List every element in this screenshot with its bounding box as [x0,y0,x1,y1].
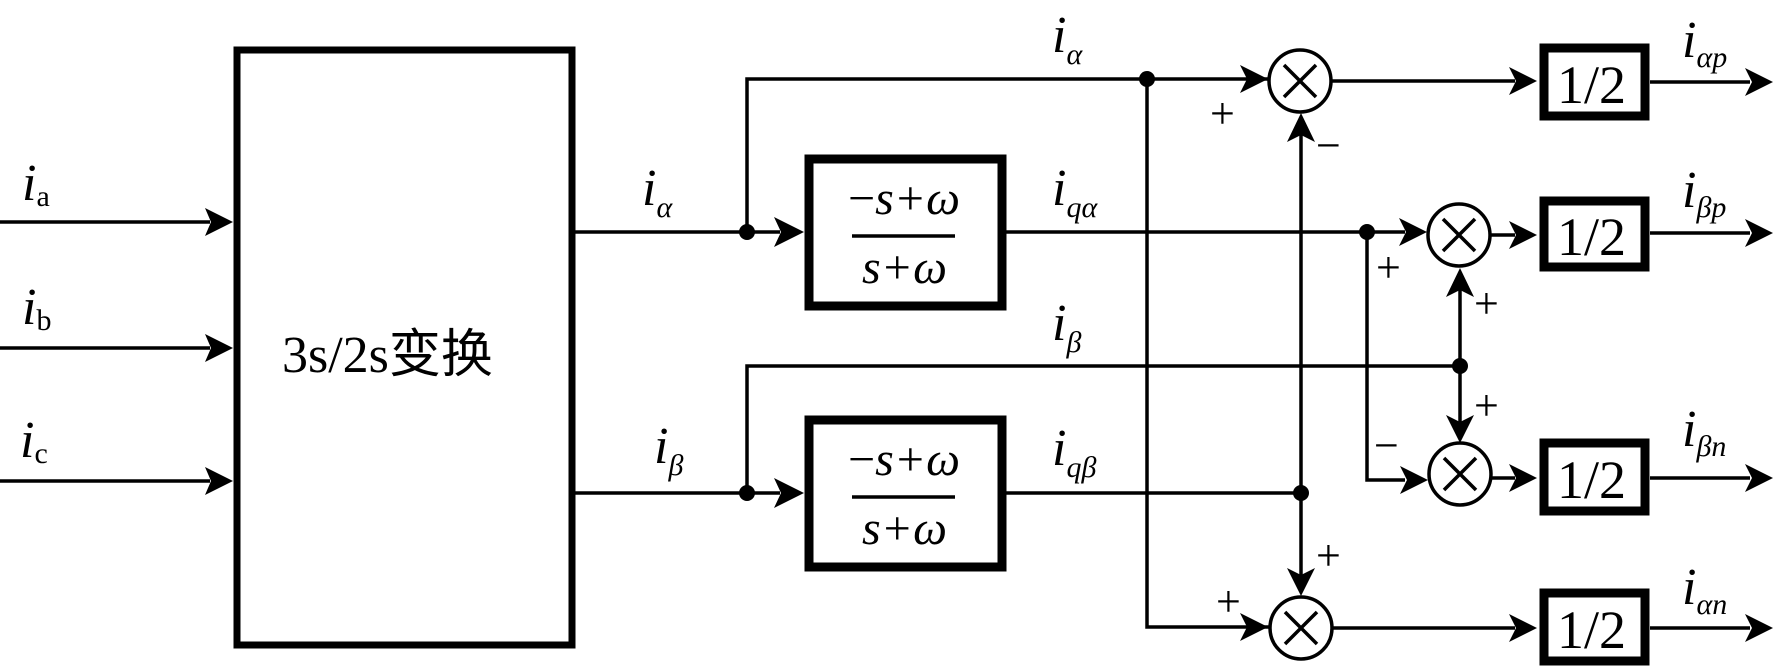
sign-m2-bottom: + [1474,279,1499,328]
mult-3-left-arrow-icon [1400,466,1428,494]
output-alpha-p-label: iαp [1682,12,1727,74]
gain-block-4: 1/2 [1539,588,1650,666]
mult-4-top-arrow-icon [1287,568,1315,596]
input-a-label: ia [22,155,50,213]
mult-2-bottom-arrow-icon [1446,268,1474,297]
output-alpha-p: iαp [1650,12,1773,96]
mult-2-left-arrow-icon [1399,218,1427,246]
mult-1-left-arrow-icon [1240,65,1268,93]
i-q-alpha-label: iqα [1052,160,1098,224]
gain-4-label: 1/2 [1557,600,1626,660]
output-beta-p-arrow-icon [1745,219,1773,247]
output-beta-n-arrow-icon [1745,464,1773,492]
filter-1-block [804,154,1007,311]
output-beta-p-label: iβp [1682,162,1726,224]
filter-1-numerator: −s+ω [848,172,960,225]
sign-m3-top: + [1474,381,1499,430]
mult-4-left-arrow-icon [1240,613,1268,641]
gain-3-input-arrow-icon [1509,464,1537,492]
input-b: ib [0,279,233,362]
i-q-alpha-to-mult-3-wire [1365,232,1405,482]
gain-block-1: 1/2 [1539,43,1650,121]
sign-m4-top: + [1316,531,1341,580]
i-alpha-out-label: iα [642,160,673,224]
transform-block-label: 3s/2s变换 [282,327,493,384]
filter-1-input-arrow-icon [774,217,804,247]
filter-2-denominator: s+ω [862,502,947,555]
mult-1-bottom-arrow-icon [1287,113,1315,142]
sign-m1-left: + [1210,89,1235,138]
gain-1-input-arrow-icon [1509,67,1537,95]
output-beta-p: iβp [1650,162,1773,247]
output-alpha-n: iαn [1650,559,1773,642]
i-beta-mid-wire [745,364,1460,493]
input-a: ia [0,155,233,236]
output-alpha-p-arrow-icon [1745,68,1773,96]
input-c-label: ic [20,412,48,470]
i-beta-mid-label: iβ [1052,295,1081,359]
gain-2-input-arrow-icon [1509,221,1537,249]
input-c-arrow-icon [205,467,233,495]
gain-2-label: 1/2 [1557,207,1626,267]
filter-1-denominator: s+ω [862,241,947,294]
i-alpha-to-mult-4-wire [1145,79,1270,629]
multiplier-1 [1267,48,1333,114]
i-alpha-top-wire [745,77,1270,232]
input-b-arrow-icon [205,334,233,362]
i-beta-out-label: iβ [654,418,683,482]
gain-1-label: 1/2 [1557,55,1626,115]
gain-3-label: 1/2 [1557,450,1626,510]
i-q-beta-label: iqβ [1052,420,1096,484]
input-b-label: ib [22,279,51,337]
filter-2-block [804,415,1007,572]
gain-block-3: 1/2 [1539,438,1650,516]
multiplier-3 [1427,441,1493,507]
output-beta-n-label: iβn [1682,401,1726,463]
multiplier-4 [1268,595,1334,661]
output-alpha-n-arrow-icon [1745,614,1773,642]
i-alpha-top-label: iα [1052,7,1083,71]
filter-2-numerator: −s+ω [848,433,960,486]
multiplier-2 [1426,202,1492,268]
sign-m4-left: + [1216,577,1241,626]
sign-m2-left: + [1376,243,1401,292]
gain-block-2: 1/2 [1539,196,1650,272]
sign-m3-left: − [1374,421,1399,470]
input-a-arrow-icon [205,208,233,236]
gain-4-input-arrow-icon [1509,614,1537,642]
filter-2-input-arrow-icon [774,478,804,508]
input-c: ic [0,412,233,495]
transform-block [233,46,576,649]
mult-3-top-arrow-icon [1446,415,1474,443]
output-alpha-n-label: iαn [1682,559,1727,621]
sign-m1-bottom: − [1316,121,1341,170]
output-beta-n: iβn [1650,401,1773,492]
